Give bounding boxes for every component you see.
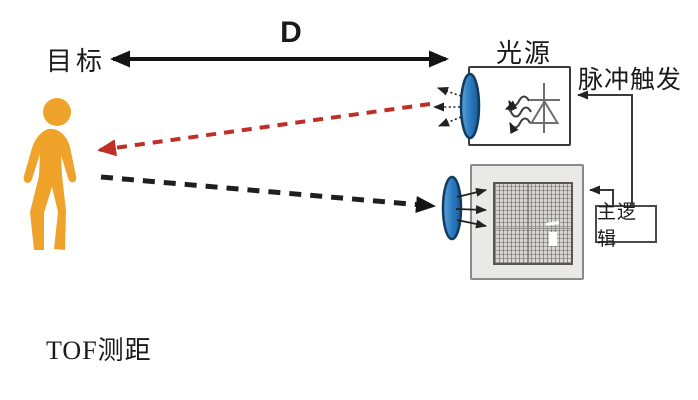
main-logic-label: 主逻辑 [597, 202, 638, 250]
person-head [43, 98, 71, 126]
target-label: 目标 [46, 47, 107, 76]
main-logic-box: 主逻辑 [595, 202, 657, 250]
grid-heavy-line-vertical [528, 184, 530, 263]
diverging-beams-icon [433, 87, 462, 127]
light-source-box [468, 66, 571, 146]
distance-label: D [280, 16, 302, 49]
grid-heavy-line-horizontal [495, 228, 571, 230]
sensor-pixel-array [493, 182, 573, 265]
reflected-ray [100, 174, 436, 213]
receiver-lens-icon [441, 175, 463, 241]
light-source-label: 光源 [496, 39, 553, 68]
sensor-box [470, 164, 584, 280]
person-icon [23, 98, 77, 250]
person-body [23, 129, 77, 250]
pixel-highlight-rect [549, 232, 557, 246]
caption: TOF测距 [46, 336, 152, 365]
pulse-trigger-wire [577, 90, 633, 207]
pulse-trigger-label: 脉冲触发 [578, 67, 683, 94]
emitted-ray [97, 102, 431, 157]
pixel-highlight-dash [545, 221, 560, 226]
